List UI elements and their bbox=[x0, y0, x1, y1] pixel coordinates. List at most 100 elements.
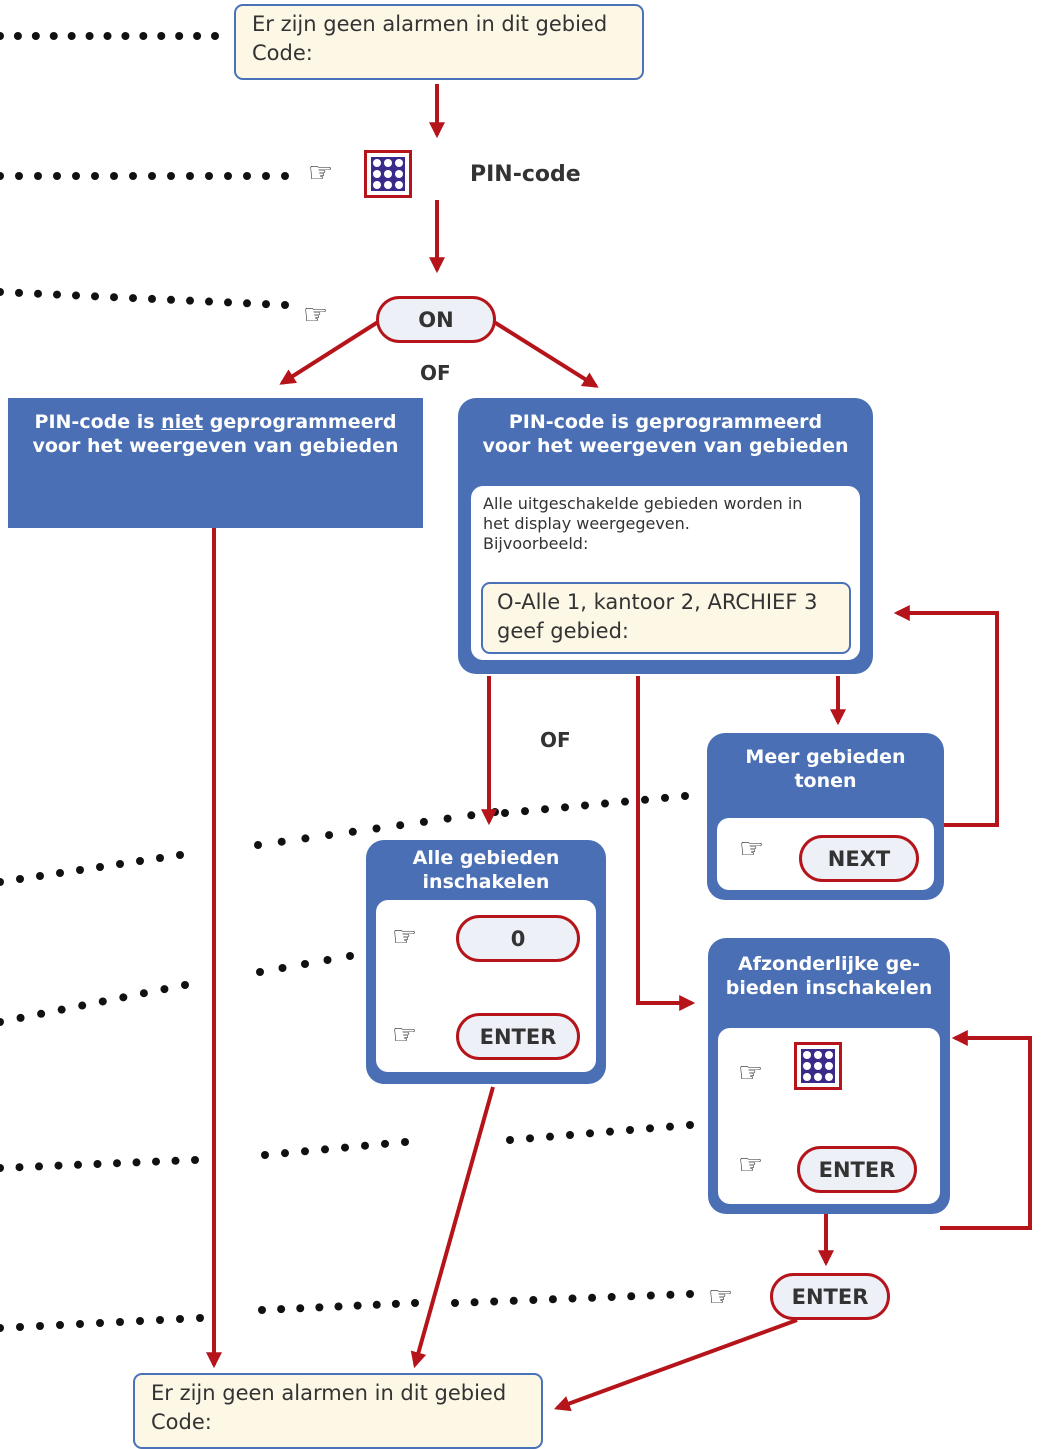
leader-dot bbox=[72, 291, 80, 300]
leader-dot bbox=[521, 807, 529, 816]
pin-programmed-title-line1: PIN-code is geprogrammeerd bbox=[508, 411, 823, 433]
leader-dot bbox=[566, 1131, 574, 1139]
leader-dot bbox=[98, 997, 107, 1006]
leader-dot bbox=[601, 799, 609, 808]
leader-dot bbox=[121, 32, 130, 40]
leader-dot bbox=[34, 172, 42, 180]
leader-dot bbox=[261, 1151, 269, 1159]
more-areas-title-line1: Meer gebieden bbox=[745, 746, 906, 768]
leader-dot bbox=[381, 1139, 389, 1148]
leader-dot bbox=[470, 1298, 479, 1307]
leader-dot bbox=[148, 294, 156, 303]
leader-dot bbox=[211, 32, 219, 40]
arrow bbox=[636, 676, 696, 1011]
leader-dot bbox=[91, 292, 99, 301]
leader-dot bbox=[76, 866, 84, 874]
final-enter-button[interactable]: ENTER bbox=[770, 1273, 890, 1320]
individual-enter-button[interactable]: ENTER bbox=[797, 1146, 917, 1193]
on-button[interactable]: ON bbox=[376, 296, 496, 343]
pin-code-label: PIN-code bbox=[470, 162, 581, 187]
leader-dot bbox=[411, 1299, 419, 1307]
keypad-icon[interactable] bbox=[794, 1042, 842, 1090]
leader-dot bbox=[96, 863, 104, 871]
leader-dot bbox=[0, 288, 4, 296]
leader-dot bbox=[157, 32, 166, 40]
leader-dot bbox=[626, 1126, 634, 1134]
leader-dot bbox=[686, 1121, 694, 1129]
zero-button[interactable]: 0 bbox=[456, 915, 580, 962]
leader-dot bbox=[34, 289, 42, 298]
leader-dot bbox=[443, 814, 452, 823]
leader-dot bbox=[296, 1304, 305, 1313]
bottom-display: Er zijn geen alarmen in dit gebied Code: bbox=[133, 1373, 543, 1449]
bottom-display-line2: Code: bbox=[151, 1410, 212, 1434]
leader-dot bbox=[451, 1299, 459, 1307]
pin-not-programmed-title: PIN-code is niet geprogrammeerd bbox=[34, 411, 397, 433]
all-areas-title-line1: Alle gebieden bbox=[412, 847, 560, 869]
leader-dot bbox=[186, 172, 194, 180]
leader-dot bbox=[224, 298, 232, 307]
or-label: OF bbox=[540, 728, 571, 752]
arrow bbox=[492, 320, 599, 388]
leader-dot bbox=[301, 1147, 309, 1156]
leader-dot bbox=[346, 952, 354, 960]
bottom-display-line1: Er zijn geen alarmen in dit gebied bbox=[151, 1381, 507, 1405]
leader-dot bbox=[588, 1293, 597, 1302]
leader-dot bbox=[568, 1294, 577, 1303]
leader-dot bbox=[281, 1149, 289, 1158]
leader-dot bbox=[186, 296, 194, 305]
leader-dot bbox=[627, 1292, 636, 1301]
leader-dot bbox=[0, 1164, 4, 1172]
leader-dot bbox=[526, 1134, 534, 1143]
leader-dot bbox=[156, 1316, 164, 1324]
leader-dot bbox=[646, 1291, 655, 1300]
leader-dot bbox=[176, 851, 184, 859]
leader-dot bbox=[16, 1323, 24, 1331]
leader-dot bbox=[277, 1305, 286, 1314]
leader-dot bbox=[561, 803, 569, 812]
all-enter-button[interactable]: ENTER bbox=[456, 1013, 580, 1060]
leader-dot bbox=[67, 32, 76, 40]
leader-dot bbox=[196, 1314, 204, 1322]
example-display-line1: O-Alle 1, kantoor 2, ARCHIEF 3 bbox=[497, 590, 818, 614]
leader-dot bbox=[110, 172, 118, 180]
leader-dot bbox=[103, 32, 112, 40]
leader-dot bbox=[277, 837, 286, 846]
top-display-line1: Er zijn geen alarmen in dit gebied bbox=[252, 12, 608, 36]
leader-dot bbox=[396, 821, 405, 830]
leader-dot bbox=[129, 294, 137, 303]
leader-dot bbox=[193, 32, 202, 40]
leader-dot bbox=[546, 1132, 554, 1141]
leader-dot bbox=[53, 290, 61, 299]
leader-dot bbox=[54, 1161, 63, 1170]
leader-dot bbox=[119, 993, 128, 1002]
next-button[interactable]: NEXT bbox=[799, 835, 919, 882]
individual-areas-title-line2: bieden inschakelen bbox=[725, 977, 933, 999]
leader-dot bbox=[334, 1302, 343, 1311]
leader-dot bbox=[205, 172, 213, 180]
leader-dot bbox=[15, 288, 23, 297]
leader-dot bbox=[78, 1001, 87, 1010]
keypad-icon[interactable] bbox=[364, 150, 412, 198]
pointing-hand-icon: ☞ bbox=[738, 1056, 764, 1089]
leader-dot bbox=[167, 295, 175, 304]
leader-dot bbox=[152, 1157, 160, 1166]
top-display: Er zijn geen alarmen in dit gebied Code: bbox=[234, 4, 644, 80]
leader-dot bbox=[56, 869, 64, 877]
leader-dot bbox=[348, 827, 357, 836]
pin-programmed-box: PIN-code is geprogrammeerd voor het weer… bbox=[458, 398, 873, 674]
leader-dot bbox=[353, 1301, 362, 1310]
more-areas-title-line2: tonen bbox=[794, 770, 857, 792]
leader-dot bbox=[323, 956, 332, 964]
note-text: Alle uitgeschakelde gebieden worden in h… bbox=[483, 494, 803, 553]
leader-dot bbox=[37, 1009, 46, 1018]
leader-dot bbox=[15, 1163, 24, 1172]
leader-dot bbox=[113, 1159, 121, 1168]
leader-dot bbox=[132, 1158, 141, 1167]
pin-programmed-content: Alle uitgeschakelde gebieden worden in h… bbox=[471, 486, 860, 660]
pin-not-programmed-title-line2: voor het weergeven van gebieden bbox=[32, 435, 399, 457]
leader-dot bbox=[91, 172, 99, 180]
or-label: OF bbox=[420, 361, 451, 385]
leader-dot bbox=[262, 172, 270, 180]
leader-dot bbox=[467, 811, 476, 820]
